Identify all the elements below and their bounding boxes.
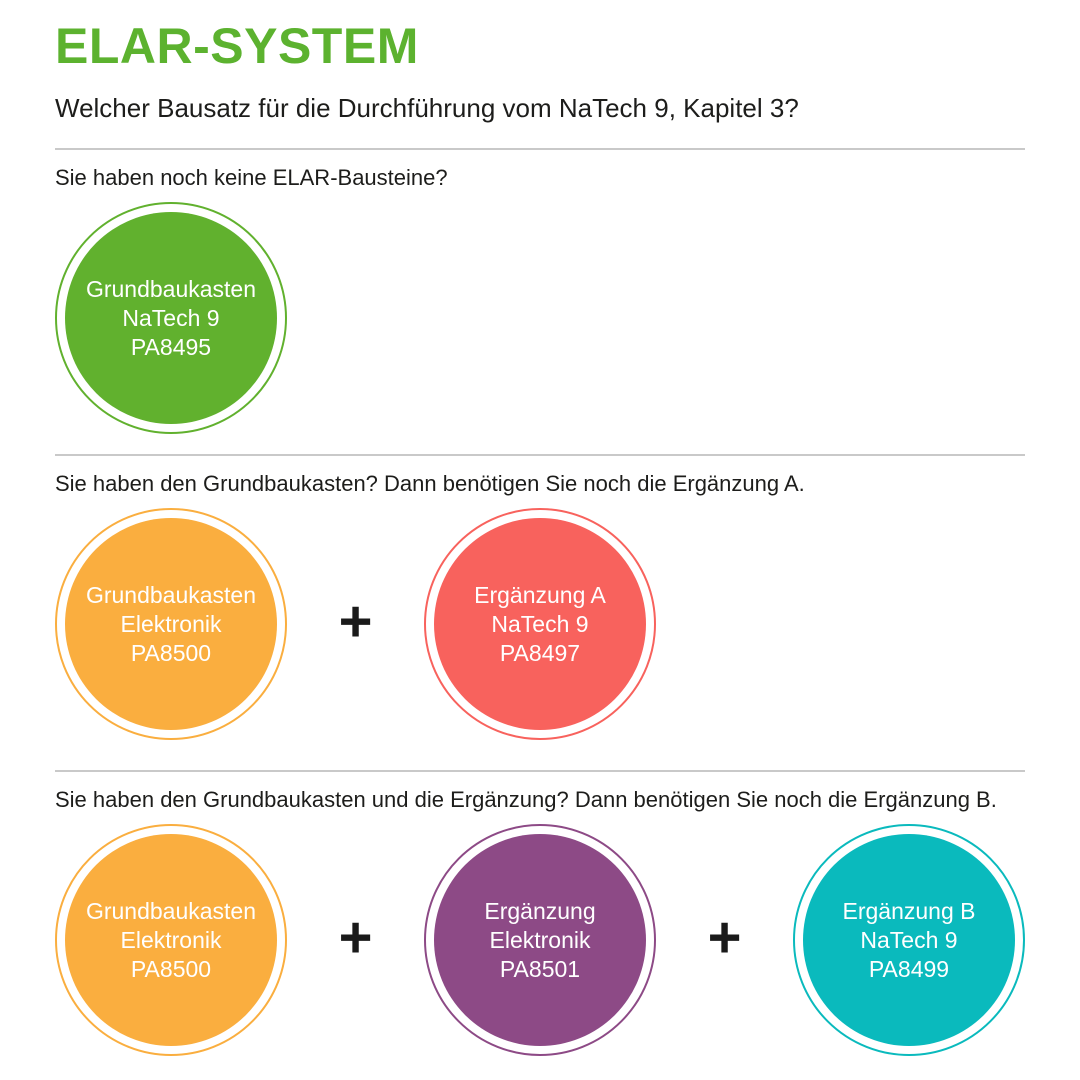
kit-name-line: Ergänzung B bbox=[842, 897, 976, 924]
kit-row: Grundbaukasten Elektronik PA8500 + Ergän… bbox=[55, 508, 1025, 740]
kit-circle-pa8500: Grundbaukasten Elektronik PA8500 bbox=[55, 508, 287, 740]
kit-name-line: Grundbaukasten bbox=[85, 581, 257, 608]
plus-icon: + bbox=[338, 589, 373, 654]
section-divider bbox=[55, 148, 1025, 150]
kit-circle-fill: Ergänzung B NaTech 9 PA8499 bbox=[803, 834, 1015, 1046]
kit-circle-fill: Grundbaukasten Elektronik PA8500 bbox=[65, 518, 277, 730]
section-need-ergaenzung-a: Sie haben den Grundbaukasten? Dann benöt… bbox=[55, 454, 1025, 740]
kit-code-line: PA8497 bbox=[499, 639, 581, 666]
kit-circle-pa8495: Grundbaukasten NaTech 9 PA8495 bbox=[55, 202, 287, 434]
kit-name-line: Grundbaukasten bbox=[85, 275, 257, 302]
kit-circle-fill: Grundbaukasten NaTech 9 PA8495 bbox=[65, 212, 277, 424]
section-divider bbox=[55, 770, 1025, 772]
kit-series-line: Elektronik bbox=[489, 926, 591, 953]
kit-circle-pa8497: Ergänzung A NaTech 9 PA8497 bbox=[424, 508, 656, 740]
kit-circle-pa8499: Ergänzung B NaTech 9 PA8499 bbox=[793, 824, 1025, 1056]
kit-series-line: Elektronik bbox=[120, 610, 222, 637]
kit-row: Grundbaukasten NaTech 9 PA8495 bbox=[55, 202, 1025, 434]
plus-box: + bbox=[287, 905, 424, 970]
plus-icon: + bbox=[707, 905, 742, 970]
section-divider bbox=[55, 454, 1025, 456]
page-subtitle: Welcher Bausatz für die Durchführung vom… bbox=[55, 93, 799, 123]
kit-code-line: PA8501 bbox=[499, 955, 581, 982]
kit-code-line: PA8499 bbox=[868, 955, 950, 982]
kit-series-line: NaTech 9 bbox=[860, 926, 958, 953]
kit-circle-fill: Ergänzung A NaTech 9 PA8497 bbox=[434, 518, 646, 730]
kit-code-line: PA8500 bbox=[130, 639, 212, 666]
kit-series-line: NaTech 9 bbox=[491, 610, 589, 637]
kit-circle-fill: Grundbaukasten Elektronik PA8500 bbox=[65, 834, 277, 1046]
plus-box: + bbox=[656, 905, 793, 970]
section-question: Sie haben noch keine ELAR-Bausteine? bbox=[55, 165, 448, 190]
kit-name-line: Grundbaukasten bbox=[85, 897, 257, 924]
section-need-ergaenzung-b: Sie haben den Grundbaukasten und die Erg… bbox=[55, 770, 1025, 1056]
kit-name-line: Ergänzung A bbox=[474, 581, 606, 608]
kit-code-line: PA8500 bbox=[130, 955, 212, 982]
plus-box: + bbox=[287, 589, 424, 654]
section-question: Sie haben den Grundbaukasten und die Erg… bbox=[55, 787, 997, 812]
section-question: Sie haben den Grundbaukasten? Dann benöt… bbox=[55, 471, 805, 496]
kit-circle-fill: Ergänzung Elektronik PA8501 bbox=[434, 834, 646, 1046]
kit-row: Grundbaukasten Elektronik PA8500 + Ergän… bbox=[55, 824, 1025, 1056]
plus-icon: + bbox=[338, 905, 373, 970]
kit-circle-pa8501: Ergänzung Elektronik PA8501 bbox=[424, 824, 656, 1056]
kit-code-line: PA8495 bbox=[130, 333, 212, 360]
kit-circle-pa8500: Grundbaukasten Elektronik PA8500 bbox=[55, 824, 287, 1056]
kit-name-line: Ergänzung bbox=[484, 897, 596, 924]
kit-series-line: Elektronik bbox=[120, 926, 222, 953]
kit-series-line: NaTech 9 bbox=[122, 304, 220, 331]
page-title: ELAR-SYSTEM bbox=[55, 18, 419, 74]
section-no-kits: Sie haben noch keine ELAR-Bausteine? Gru… bbox=[55, 148, 1025, 434]
